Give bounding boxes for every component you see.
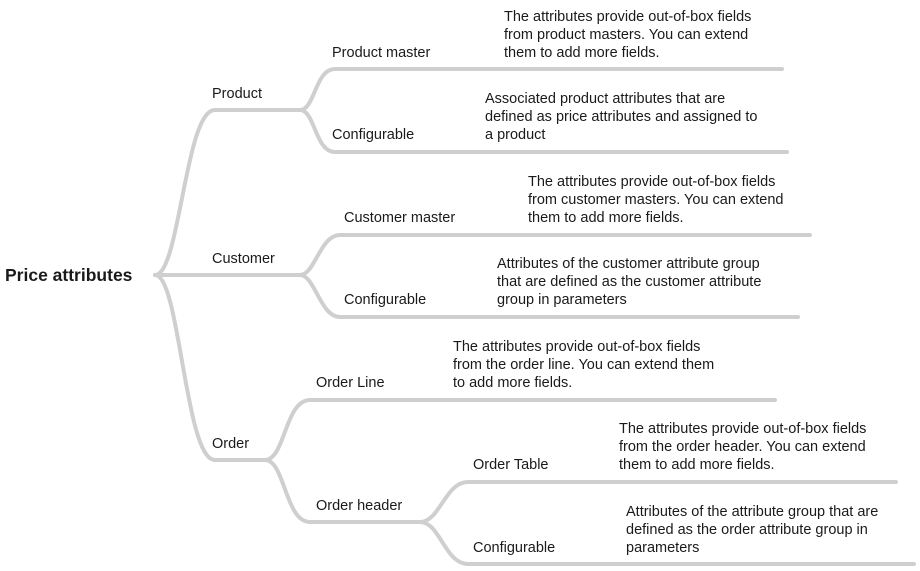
root-node-label: Price attributes — [5, 265, 133, 285]
node-order-table-label: Order Table — [473, 457, 549, 473]
node-order-table-description: The attributes provide out-of-box fields… — [619, 421, 867, 473]
node-customer-configurable-description: Attributes of the customer attribute gro… — [497, 256, 762, 308]
connector-customer-master — [298, 233, 812, 277]
node-customer-configurable-label: Configurable — [344, 292, 427, 308]
node-order-configurable-label: Configurable — [473, 540, 556, 556]
node-customer-master-label: Customer master — [344, 210, 456, 226]
node-order-header-label: Order header — [316, 498, 403, 514]
connector-order-line — [263, 398, 777, 462]
connector-order-header — [263, 458, 422, 524]
node-product-configurable-label: Configurable — [332, 127, 415, 143]
branch-order-label: Order — [212, 436, 250, 452]
connector-customer-configurable — [298, 273, 800, 319]
connector-order-table — [418, 480, 898, 524]
node-product-configurable-description: Associated product attributes that are d… — [485, 91, 758, 143]
node-product-master-label: Product master — [332, 45, 431, 61]
connector-root-order — [153, 273, 267, 462]
connector-product-master — [298, 67, 784, 112]
node-order-configurable-description: Attributes of the attribute group that a… — [626, 504, 879, 556]
node-product-master-description: The attributes provide out-of-box fields… — [504, 9, 752, 61]
connector-order-configurable — [418, 520, 916, 566]
node-customer-master-description: The attributes provide out-of-box fields… — [528, 174, 784, 226]
node-order-line-description: The attributes provide out-of-box fields… — [453, 339, 715, 391]
node-order-line-label: Order Line — [316, 375, 385, 391]
branch-customer-label: Customer — [212, 251, 275, 267]
connector-product-configurable — [298, 108, 789, 154]
connector-root-product — [153, 108, 302, 277]
branch-product-label: Product — [212, 86, 262, 102]
